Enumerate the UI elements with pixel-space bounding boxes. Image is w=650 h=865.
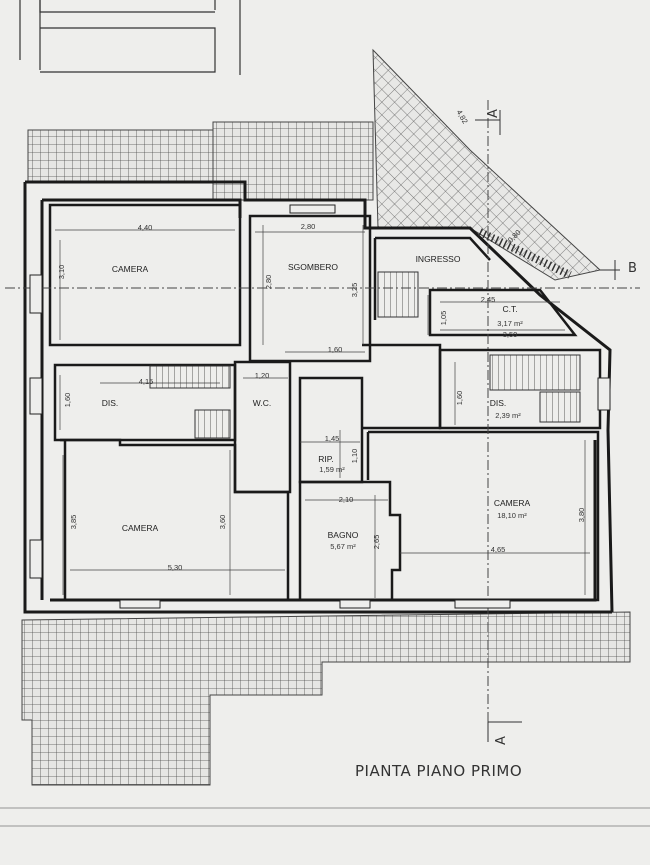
- sgombero-label: SGOMBERO: [288, 262, 338, 272]
- plan-title: PIANTA PIANO PRIMO: [355, 762, 522, 780]
- dimension-lines: [55, 225, 590, 598]
- sgombero-width: 2,80: [301, 222, 316, 231]
- stairs-west: [149, 365, 231, 389]
- sgombero-bottom: 1,60: [328, 345, 343, 354]
- roof-tiles-nw: [27, 129, 214, 183]
- stairs-east: [489, 354, 581, 391]
- camera-sw-depth-left: 3,85: [69, 515, 78, 530]
- dis-w-label: DIS.: [102, 398, 119, 408]
- camera-se-area: 18,10 m²: [497, 511, 527, 520]
- camera-se-depth: 3,80: [577, 508, 586, 523]
- dis-e-label: DIS.: [490, 398, 507, 408]
- camera-se-width: 4,65: [491, 545, 506, 554]
- section-marker-a-bottom: A: [494, 736, 509, 745]
- stairs-east-2: [539, 391, 581, 423]
- dis-w-width: 4,15: [139, 377, 154, 386]
- interior-walls: [48, 203, 602, 602]
- wc-label: W.C.: [253, 398, 271, 408]
- dis-e-depth: 1,60: [455, 391, 464, 406]
- section-marker-a-top: A: [486, 109, 501, 118]
- camera-se-label: CAMERA: [494, 498, 531, 508]
- stairs-diag: [478, 228, 572, 279]
- ct-area: 3,17 m²: [497, 319, 523, 328]
- page-border: [0, 807, 650, 827]
- dis-e-area: 2,39 m²: [495, 411, 521, 420]
- sgombero-depth-right: 3,25: [350, 283, 359, 298]
- ct-depth: 1,05: [439, 311, 448, 326]
- camera-nw-width: 4,40: [138, 223, 153, 232]
- rip-width: 1,45: [325, 434, 340, 443]
- stairs-west-2: [194, 409, 231, 439]
- bagno-label: BAGNO: [328, 530, 359, 540]
- ct-label: C.T.: [502, 304, 517, 314]
- roof-tiles-south: [21, 611, 631, 786]
- section-tick-a-top: [475, 110, 501, 135]
- stairs-ingresso: [377, 271, 419, 318]
- section-tick-b: [600, 260, 620, 280]
- dis-w-depth: 1,60: [63, 393, 72, 408]
- camera-nw-label: CAMERA: [112, 264, 149, 274]
- wc-width: 1,20: [255, 371, 270, 380]
- terrace-dim: 4,82: [455, 108, 470, 125]
- sgombero-depth-left: 2,80: [264, 275, 273, 290]
- ingresso-label: INGRESSO: [416, 254, 461, 264]
- windows: [29, 204, 611, 609]
- rip-depth: 1,10: [350, 449, 359, 464]
- rip-area: 1,59 m²: [319, 465, 345, 474]
- section-lines: [5, 100, 640, 730]
- ct-bottom: 3,50: [503, 330, 518, 339]
- rip-label: RIP.: [318, 454, 333, 464]
- bagno-width: 2,10: [339, 495, 354, 504]
- camera-nw-depth: 3,10: [57, 265, 66, 280]
- camera-sw-depth-right: 3,60: [218, 515, 227, 530]
- section-tick-a-bottom: [487, 721, 522, 742]
- roof-tiles-n: [212, 121, 374, 201]
- bagno-area: 5,67 m²: [330, 542, 356, 551]
- ct-top: 2,45: [481, 295, 496, 304]
- camera-sw-label: CAMERA: [122, 523, 159, 533]
- camera-sw-width: 5,30: [168, 563, 183, 572]
- previous-plan-fragment: [19, 0, 241, 75]
- bagno-depth: 2,65: [372, 535, 381, 550]
- section-marker-b: B: [628, 261, 637, 276]
